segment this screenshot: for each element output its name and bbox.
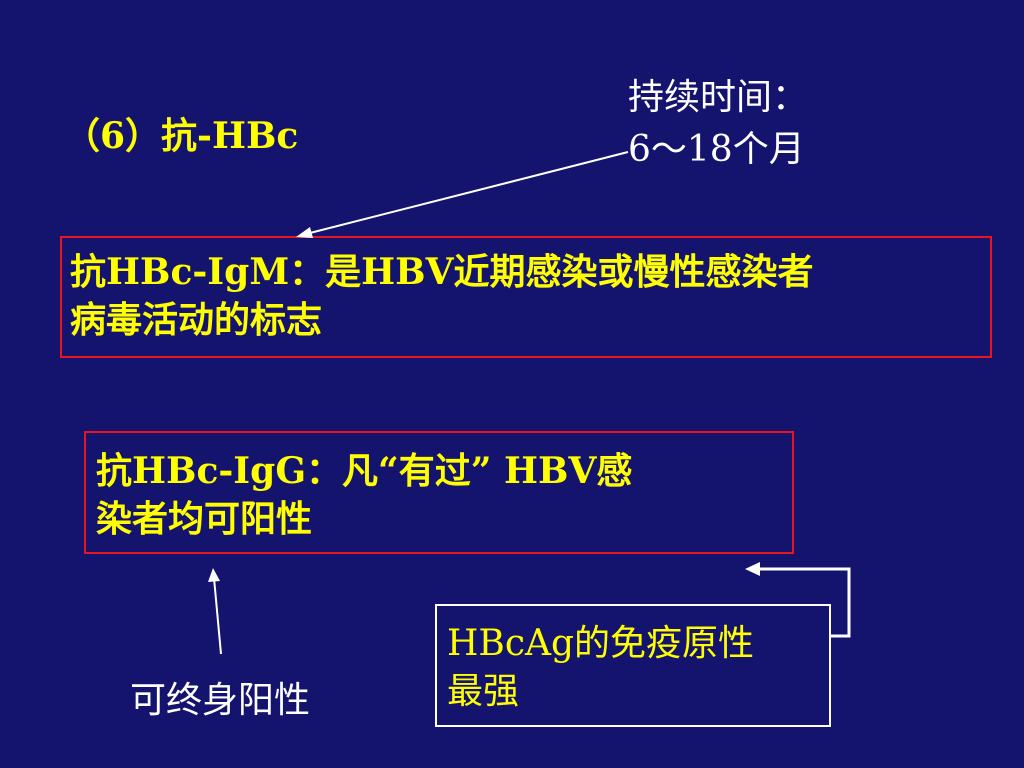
section-title: （6）抗-HBc bbox=[64, 115, 299, 157]
hbcag-box: HBcAg的免疫原性 最强 bbox=[435, 604, 831, 727]
duration-arrow bbox=[296, 151, 629, 238]
igm-box-line2: 病毒活动的标志 bbox=[70, 299, 323, 341]
igm-box-line1: 抗HBc-IgM：是HBV近期感染或慢性感染者 bbox=[70, 251, 814, 293]
igg-box-line2: 染者均可阳性 bbox=[96, 498, 313, 540]
hbcag-box-line1: HBcAg的免疫原性 bbox=[447, 623, 755, 664]
hbcag-box-line2: 最强 bbox=[447, 671, 520, 712]
lifelong-note: 可终身阳性 bbox=[130, 680, 311, 721]
igg-box: 抗HBc-IgG：凡“有过” HBV感 染者均可阳性 bbox=[84, 431, 794, 554]
lifelong-arrow bbox=[208, 568, 222, 655]
igm-box: 抗HBc-IgM：是HBV近期感染或慢性感染者 病毒活动的标志 bbox=[60, 236, 992, 358]
duration-label: 持续时间： bbox=[628, 77, 809, 118]
hbcag-bracket-arrow bbox=[745, 562, 851, 638]
igg-box-line1: 抗HBc-IgG：凡“有过” HBV感 bbox=[96, 450, 633, 492]
duration-value: 6～18个月 bbox=[628, 129, 805, 170]
